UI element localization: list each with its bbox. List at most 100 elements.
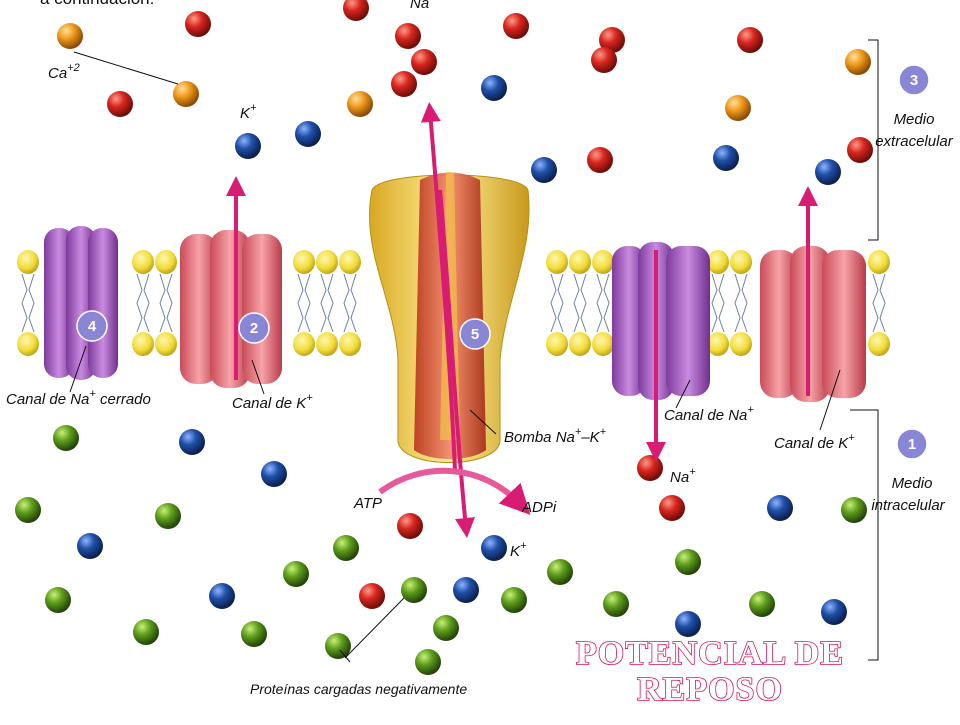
lipid-tail: [297, 273, 304, 333]
potassium-ion: [481, 75, 507, 101]
sodium-ion: [659, 495, 685, 521]
region-intracelular: 1 Medio intracelular: [871, 428, 946, 514]
lipid-head: [17, 332, 39, 356]
negative-protein: [501, 587, 527, 613]
label-bomba: Bomba Na+–K+: [504, 426, 607, 446]
lipid-head: [316, 332, 338, 356]
potassium-ion: [767, 495, 793, 521]
label-proteinas: Proteínas cargadas negativamente: [250, 681, 467, 697]
negative-protein: [155, 503, 181, 529]
caption-line-2: REPOSO: [637, 671, 783, 708]
svg-text:Medio: Medio: [894, 111, 935, 128]
label-canal-k-1: Canal de K+: [232, 392, 313, 412]
potassium-ion: [77, 533, 103, 559]
potassium-ion: [481, 535, 507, 561]
caption: POTENCIAL DE REPOSO: [575, 634, 844, 709]
lipid-head: [569, 250, 591, 274]
sodium-ion: [395, 23, 421, 49]
caption-line-1: POTENCIAL DE: [576, 635, 844, 672]
potassium-ion: [179, 429, 205, 455]
sodium-ion: [397, 513, 423, 539]
potassium-ion: [235, 133, 261, 159]
svg-text:2: 2: [250, 320, 258, 337]
potassium-ion: [675, 611, 701, 637]
lipid-head: [155, 332, 177, 356]
svg-text:Medio: Medio: [892, 475, 933, 492]
badge-3: [898, 64, 930, 96]
lipid-bilayer: [17, 250, 890, 356]
sodium-ion: [107, 91, 133, 117]
svg-text:5: 5: [471, 326, 479, 343]
lipid-tail: [557, 273, 564, 333]
lipid-tail: [28, 273, 35, 333]
lipid-head: [316, 250, 338, 274]
label-k-top: K+: [240, 102, 257, 122]
lipid-tail: [718, 273, 725, 333]
label-adpi: ADPi: [521, 499, 557, 516]
badge-5: [459, 318, 491, 350]
lipid-head: [546, 250, 568, 274]
pump-k-in-arrow: [438, 189, 475, 538]
negative-protein: [241, 621, 267, 647]
negative-protein: [749, 591, 775, 617]
negative-protein: [415, 649, 441, 675]
label-canal-na: Canal de Na+: [664, 404, 754, 424]
lipid-head: [339, 250, 361, 274]
lipid-tail: [304, 273, 311, 333]
lipid-head: [868, 250, 890, 274]
sodium-ion: [591, 47, 617, 73]
negative-protein: [283, 561, 309, 587]
potassium-ion: [209, 583, 235, 609]
lipid-tail: [159, 273, 166, 333]
negative-protein: [133, 619, 159, 645]
lipid-tail: [143, 273, 150, 333]
lipid-head: [132, 332, 154, 356]
negative-protein: [547, 559, 573, 585]
lipid-tail: [879, 273, 886, 333]
potassium-ion: [821, 599, 847, 625]
sodium-ion: [343, 0, 369, 21]
atp-arrow: [378, 467, 531, 515]
sodium-ion: [599, 27, 625, 53]
region-extracelular: 3 Medio extracelular: [875, 64, 954, 150]
svg-text:1: 1: [908, 436, 916, 453]
lipid-head: [592, 332, 614, 356]
sodium-ion: [847, 137, 873, 163]
label-na-top: Na+: [410, 0, 436, 12]
sodium-ion: [359, 583, 385, 609]
badge-4: [76, 310, 108, 342]
lipid-head: [569, 332, 591, 356]
sodium-ion: [411, 49, 437, 75]
calcium-ion: [347, 91, 373, 117]
header-fragment: a continuación:: [40, 0, 154, 8]
label-canal-na-cerrado: Canal de Na+ cerrado: [6, 388, 151, 408]
calcium-ion: [725, 95, 751, 121]
lipid-tail: [350, 273, 357, 333]
lipid-tail: [580, 273, 587, 333]
label-k-in: K+: [510, 540, 527, 560]
lipid-tail: [711, 273, 718, 333]
potassium-channel-1: 2: [180, 230, 282, 388]
lipid-head: [339, 332, 361, 356]
potassium-ion: [453, 577, 479, 603]
badge-1: [896, 428, 928, 460]
potassium-channel-2: [760, 246, 866, 402]
potassium-ion: [295, 121, 321, 147]
negative-protein: [603, 591, 629, 617]
lipid-tail: [741, 273, 748, 333]
label-atp: ATP: [353, 495, 382, 512]
label-canal-k-2: Canal de K+: [774, 432, 855, 452]
lipid-tail: [343, 273, 350, 333]
sodium-ion: [185, 11, 211, 37]
lipid-head: [155, 250, 177, 274]
lipid-head: [730, 332, 752, 356]
lipid-head: [17, 250, 39, 274]
lipid-tail: [136, 273, 143, 333]
negative-protein: [401, 577, 427, 603]
lipid-head: [293, 332, 315, 356]
lipid-head: [592, 250, 614, 274]
svg-text:3: 3: [910, 72, 918, 89]
lipid-tail: [327, 273, 334, 333]
lipid-tail: [603, 273, 610, 333]
